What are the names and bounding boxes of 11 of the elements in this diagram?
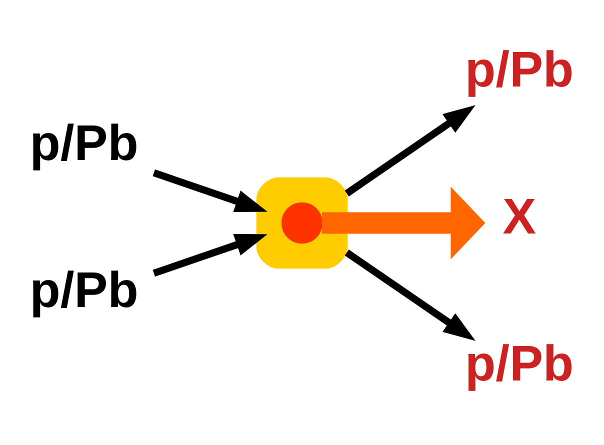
node-text: p/Pb: [465, 41, 574, 98]
node-circle: [281, 202, 323, 244]
arrow: [152, 234, 268, 276]
arrow: [344, 249, 476, 340]
arrow: [344, 104, 476, 196]
arrow: [152, 168, 268, 212]
cluster: [256, 176, 348, 268]
node-text: p/Pb: [30, 262, 138, 318]
node-text: p/Pb: [30, 114, 138, 171]
node-text: X: [502, 188, 536, 244]
node-text: p/Pb: [465, 334, 574, 391]
